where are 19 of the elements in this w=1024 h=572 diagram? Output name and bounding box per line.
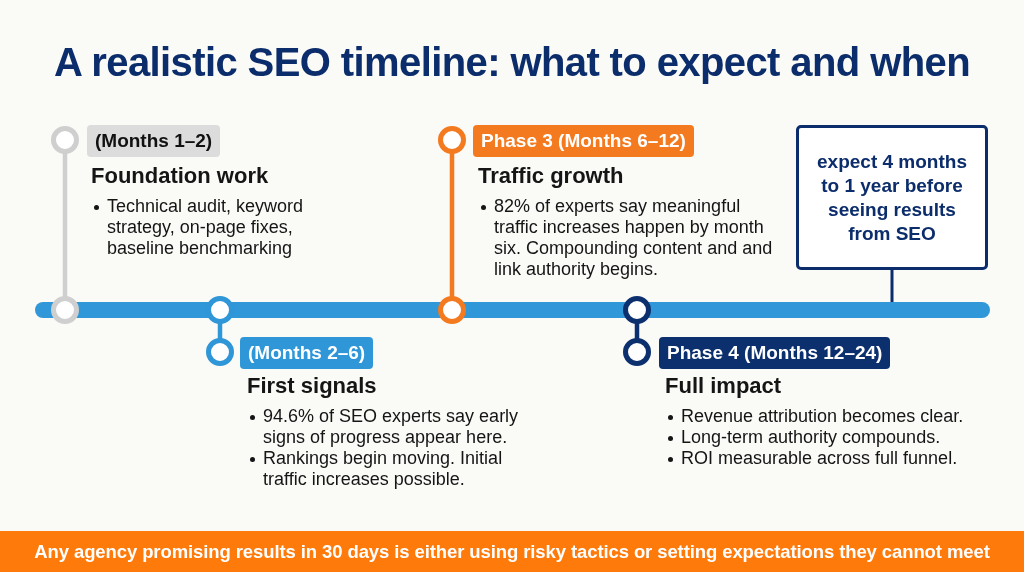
phase-badge: Phase 3 (Months 6–12) [473, 125, 694, 157]
phase-heading: Full impact [665, 372, 782, 400]
phase-badge: (Months 2–6) [240, 337, 374, 369]
callout-box: expect 4 months to 1 year before seeing results from SEO [796, 125, 988, 270]
bullet-text: Revenue attribution becomes clear. [665, 406, 995, 427]
phase-heading: Foundation work [91, 162, 269, 190]
phase-badge: (Months 1–2) [87, 125, 221, 157]
footer-banner: Any agency promising results in 30 days is either using risky tactics or setting expectations they cannot meet [0, 531, 1024, 572]
phase-badge: Phase 4 (Months 12–24) [659, 337, 891, 369]
phase-heading: First signals [247, 372, 377, 400]
bullet-text: Long-term authority compounds. [665, 427, 995, 448]
bullet-text: Technical audit, keyword strategy, on-page fixes, baseline benchmarking [91, 196, 337, 259]
bullet-text: 94.6% of SEO experts say early signs of progress appear here. [247, 406, 527, 448]
leader-line [890, 270, 894, 302]
title: A realistic SEO timeline: what to expect and when [54, 39, 970, 85]
bullet-text: 82% of experts say meaningful traffic increases happen by month six. Compounding content and and link authority begins. [478, 196, 778, 280]
phase-heading: Traffic growth [478, 162, 624, 190]
bullet-text: Rankings begin moving. Initial traffic increases possible. [247, 448, 527, 490]
bullet-text: ROI measurable across full funnel. [665, 448, 995, 469]
